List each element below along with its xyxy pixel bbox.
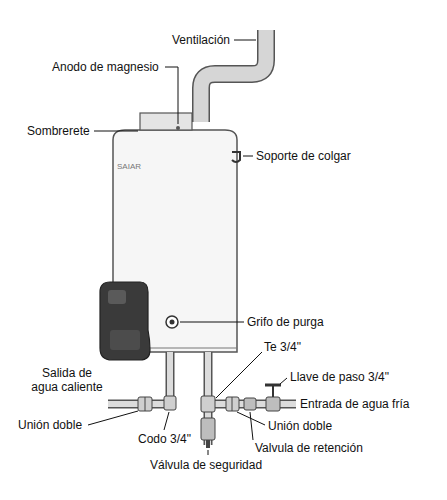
leader-line — [164, 412, 169, 430]
draft-hood — [140, 113, 192, 130]
part-label: Codo 3/4" — [138, 432, 191, 446]
union-left-joint — [145, 397, 146, 411]
leader-line — [250, 412, 253, 440]
part-label: Unión doble — [18, 418, 82, 432]
union-right-joint — [232, 397, 233, 411]
anode-plug — [176, 126, 180, 130]
union-left — [138, 397, 152, 411]
control-cover — [110, 330, 140, 350]
tee-fitting — [201, 396, 215, 412]
part-label: Llave de paso 3/4" — [290, 370, 389, 384]
part-label: Valvula de retención — [255, 441, 363, 455]
safety-valve-outlet — [206, 440, 210, 448]
leader-line — [165, 67, 178, 124]
hot-pipe — [108, 352, 170, 404]
leader-lines — [88, 40, 287, 455]
leader-line — [243, 156, 253, 157]
leader-line — [234, 40, 256, 41]
safety-valve — [201, 418, 215, 440]
stop-valve — [266, 397, 280, 411]
part-label: Soporte de colgar — [256, 149, 351, 163]
part-label: Válvula de seguridad — [150, 458, 262, 472]
check-valve — [244, 398, 256, 410]
stop-valve-stem — [272, 386, 274, 397]
drain-tap-core — [170, 320, 175, 325]
brand-logo: SAIAR — [117, 160, 141, 174]
control-knob — [108, 290, 126, 304]
gas-control-valve — [100, 282, 150, 360]
part-label: Te 3/4" — [264, 340, 301, 354]
part-label: Ventilación — [172, 33, 230, 47]
part-label: Salida de agua caliente — [28, 366, 106, 394]
leader-line — [208, 450, 209, 455]
drain-tap — [166, 316, 178, 328]
stop-valve-handle — [265, 384, 281, 387]
elbow-fitting — [164, 396, 176, 410]
part-label: Sombrerete — [27, 124, 90, 138]
part-label: Anodo de magnesio — [52, 60, 159, 74]
leader-line — [180, 322, 244, 323]
part-label: Grifo de purga — [247, 315, 324, 329]
leader-line — [88, 411, 138, 425]
part-label: Unión doble — [268, 419, 332, 433]
leader-line — [280, 378, 287, 384]
hot-pipe-fill — [108, 352, 170, 404]
part-label: Entrada de agua fría — [300, 397, 409, 411]
leader-line — [94, 131, 138, 132]
hanging-bracket — [232, 152, 240, 162]
union-right — [226, 397, 239, 411]
leader-line — [216, 352, 262, 398]
